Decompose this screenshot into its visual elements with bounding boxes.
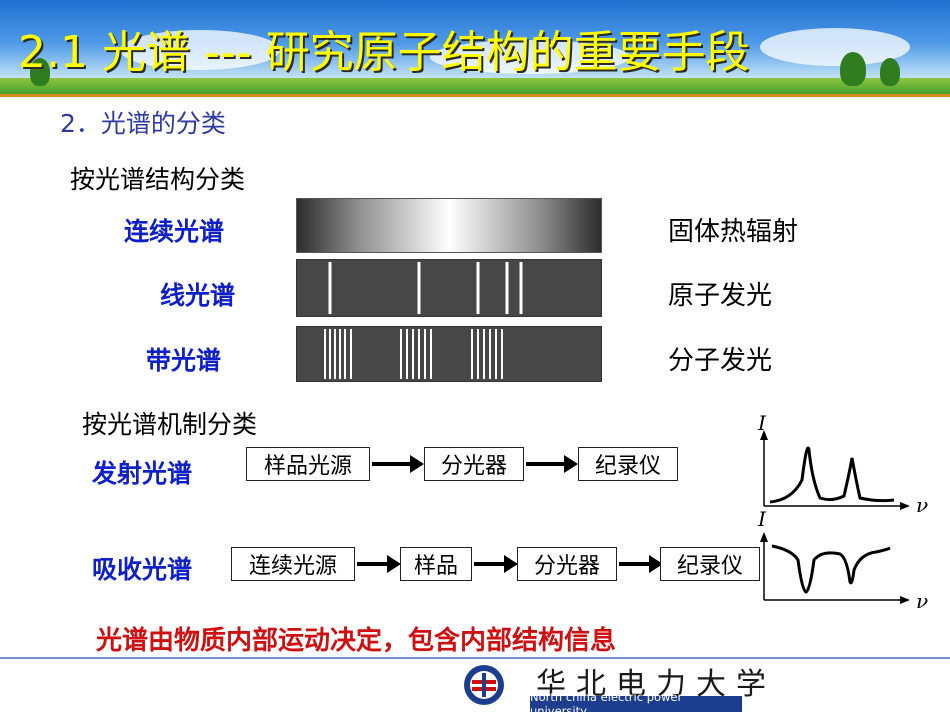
absorption-sample-box: 样品 [400, 547, 472, 581]
tree-decoration [880, 58, 900, 86]
absorption-continuous-source-box: 连续光源 [231, 547, 355, 581]
emission-spectrum-label: 发射光谱 [92, 454, 192, 490]
flow-arrow [357, 562, 389, 566]
absorption-x-axis-label: ν [916, 589, 928, 610]
continuous-spectrum-image [296, 198, 602, 253]
band-spectrum-image [296, 326, 602, 382]
tree-decoration [840, 52, 866, 86]
line-spectrum-note: 原子发光 [668, 275, 772, 312]
absorption-y-axis-label: I [757, 510, 767, 531]
emission-spectrum-graph: I ν [752, 410, 942, 515]
absorption-spectrum-graph: I ν [752, 510, 942, 610]
continuous-spectrum-label: 连续光谱 [124, 212, 224, 248]
mechanism-heading: 按光谱机制分类 [82, 405, 257, 441]
emission-recorder-box: 纪录仪 [578, 447, 678, 481]
line-spectrum-label: 线光谱 [160, 276, 235, 312]
flow-arrow [372, 462, 412, 466]
line-spectrum-image [296, 259, 602, 317]
conclusion-text: 光谱由物质内部运动决定，包含内部结构信息 [96, 620, 616, 657]
absorption-spectrum-label: 吸收光谱 [92, 550, 192, 586]
absorption-recorder-box: 纪录仪 [660, 547, 760, 581]
flow-arrow [474, 562, 506, 566]
flow-arrow [619, 562, 651, 566]
band-spectrum-label: 带光谱 [146, 341, 221, 377]
emission-spectrometer-box: 分光器 [424, 447, 524, 481]
structure-heading: 按光谱结构分类 [70, 160, 245, 196]
emission-y-axis-label: I [757, 411, 767, 435]
page-title: 2.1 光谱 --- 研究原子结构的重要手段 [18, 16, 750, 80]
university-logo-icon [462, 663, 506, 707]
footer-divider [0, 657, 950, 659]
absorption-spectrometer-box: 分光器 [517, 547, 617, 581]
university-name-en: North china electric power university [530, 696, 742, 712]
continuous-spectrum-note: 固体热辐射 [668, 211, 798, 248]
flow-arrow [526, 462, 566, 466]
section-subtitle: 2．光谱的分类 [60, 104, 226, 140]
band-spectrum-note: 分子发光 [668, 340, 772, 377]
emission-sample-source-box: 样品光源 [246, 447, 370, 481]
banner-divider [0, 94, 950, 97]
